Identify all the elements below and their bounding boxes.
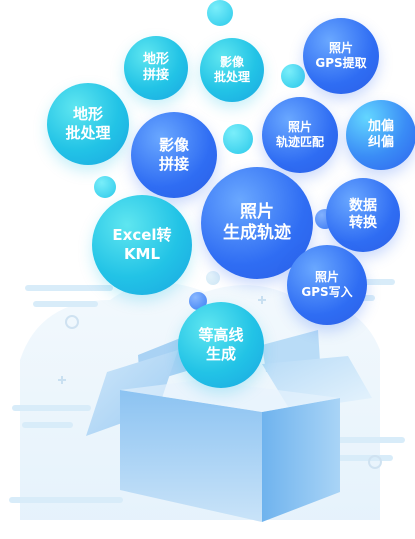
bubble-image-batch-processing[interactable]: 影像 批处理 bbox=[200, 38, 264, 102]
bubble-excel-to-kml[interactable]: Excel转 KML bbox=[92, 195, 192, 295]
open-box-illustration bbox=[86, 330, 372, 522]
bubble-image-mosaic[interactable]: 影像 拼接 bbox=[131, 112, 217, 198]
bubble-label: 影像 拼接 bbox=[158, 136, 189, 173]
bubble-label: 照片 GPS提取 bbox=[315, 41, 367, 70]
bubble-label: 照片 轨迹匹配 bbox=[275, 120, 324, 149]
decor-dot bbox=[223, 124, 253, 154]
decor-dot bbox=[94, 176, 116, 198]
bubble-label: 照片 生成轨迹 bbox=[223, 201, 291, 243]
bubble-data-conversion[interactable]: 数据 转换 bbox=[326, 178, 400, 252]
decor-dot bbox=[206, 271, 220, 285]
bubble-offset-correction[interactable]: 加偏 纠偏 bbox=[346, 100, 415, 170]
bubble-terrain-mosaic[interactable]: 地形 拼接 bbox=[124, 36, 188, 100]
bubble-contour-generation[interactable]: 等高线 生成 bbox=[178, 302, 264, 388]
decor-dot bbox=[207, 0, 233, 26]
decor-dot bbox=[281, 64, 305, 88]
bubble-terrain-batch-processing[interactable]: 地形 批处理 bbox=[47, 83, 129, 165]
bubble-photo-gps-extract[interactable]: 照片 GPS提取 bbox=[303, 18, 379, 94]
bubble-label: 等高线 生成 bbox=[198, 326, 244, 363]
bubble-photo-gps-write[interactable]: 照片 GPS写入 bbox=[287, 245, 367, 325]
bubble-label: 地形 批处理 bbox=[65, 105, 111, 142]
bubble-label: 地形 拼接 bbox=[142, 51, 169, 83]
bubble-label: 影像 批处理 bbox=[213, 55, 250, 84]
bubble-photo-track-match[interactable]: 照片 轨迹匹配 bbox=[262, 97, 338, 173]
bubble-label: Excel转 KML bbox=[112, 226, 172, 263]
bubble-label: 照片 GPS写入 bbox=[301, 270, 353, 299]
bubble-label: 数据 转换 bbox=[349, 197, 377, 232]
bubble-label: 加偏 纠偏 bbox=[367, 118, 394, 150]
